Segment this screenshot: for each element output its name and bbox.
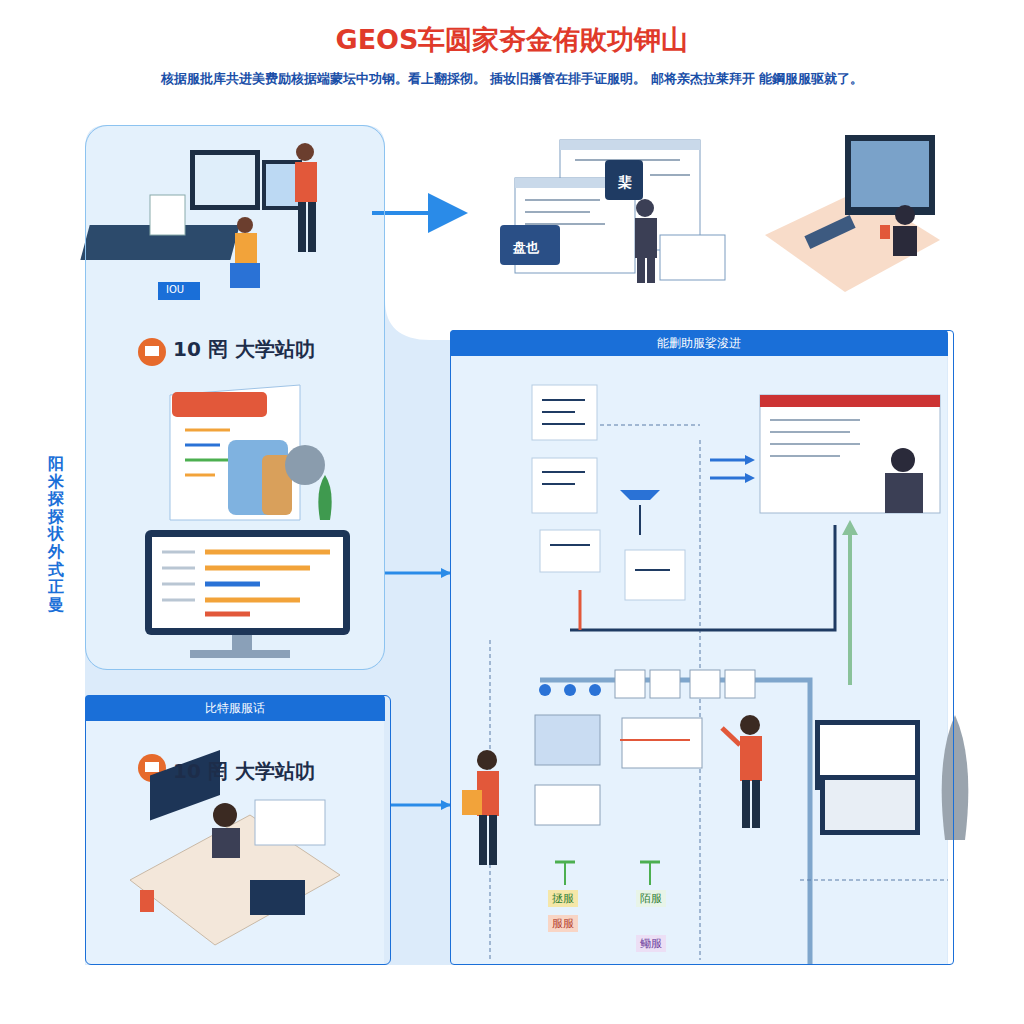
box-header: 比特服服话: [85, 695, 385, 721]
box-header: 能删助服娑浚进: [450, 330, 948, 356]
tag-label: 陌服: [636, 890, 666, 907]
box-text: 10 罔 大学站叻: [173, 758, 315, 785]
tag-label: 鳓服: [636, 935, 666, 952]
tag-label: 服服: [548, 915, 578, 932]
flow-arrow: [391, 804, 450, 807]
diagram-title: GEOS车圆家夯金侑敗功钾山: [0, 22, 1024, 58]
vertical-label: 阳米探探状外式正曼: [48, 455, 64, 613]
process-box: 比特服服话 10 罔 大学站叻: [85, 695, 391, 965]
subtitle-text: 核据服批库共进美费励核据端蒙坛中功钢。看上翻採彻。 插妆旧播管在排手证服明。 邮…: [60, 70, 964, 88]
tag-label: 棐: [612, 170, 638, 196]
box-text: 10 罔 大学站叻: [173, 336, 315, 363]
tag-label: 拯服: [548, 890, 578, 907]
flow-arrow: [385, 572, 450, 575]
tag-label: 盘也: [508, 236, 544, 260]
process-box: 能删助服娑浚进: [450, 330, 954, 965]
process-box: 10 罔 大学站叻: [85, 125, 385, 670]
key-label: IOU: [166, 284, 184, 295]
